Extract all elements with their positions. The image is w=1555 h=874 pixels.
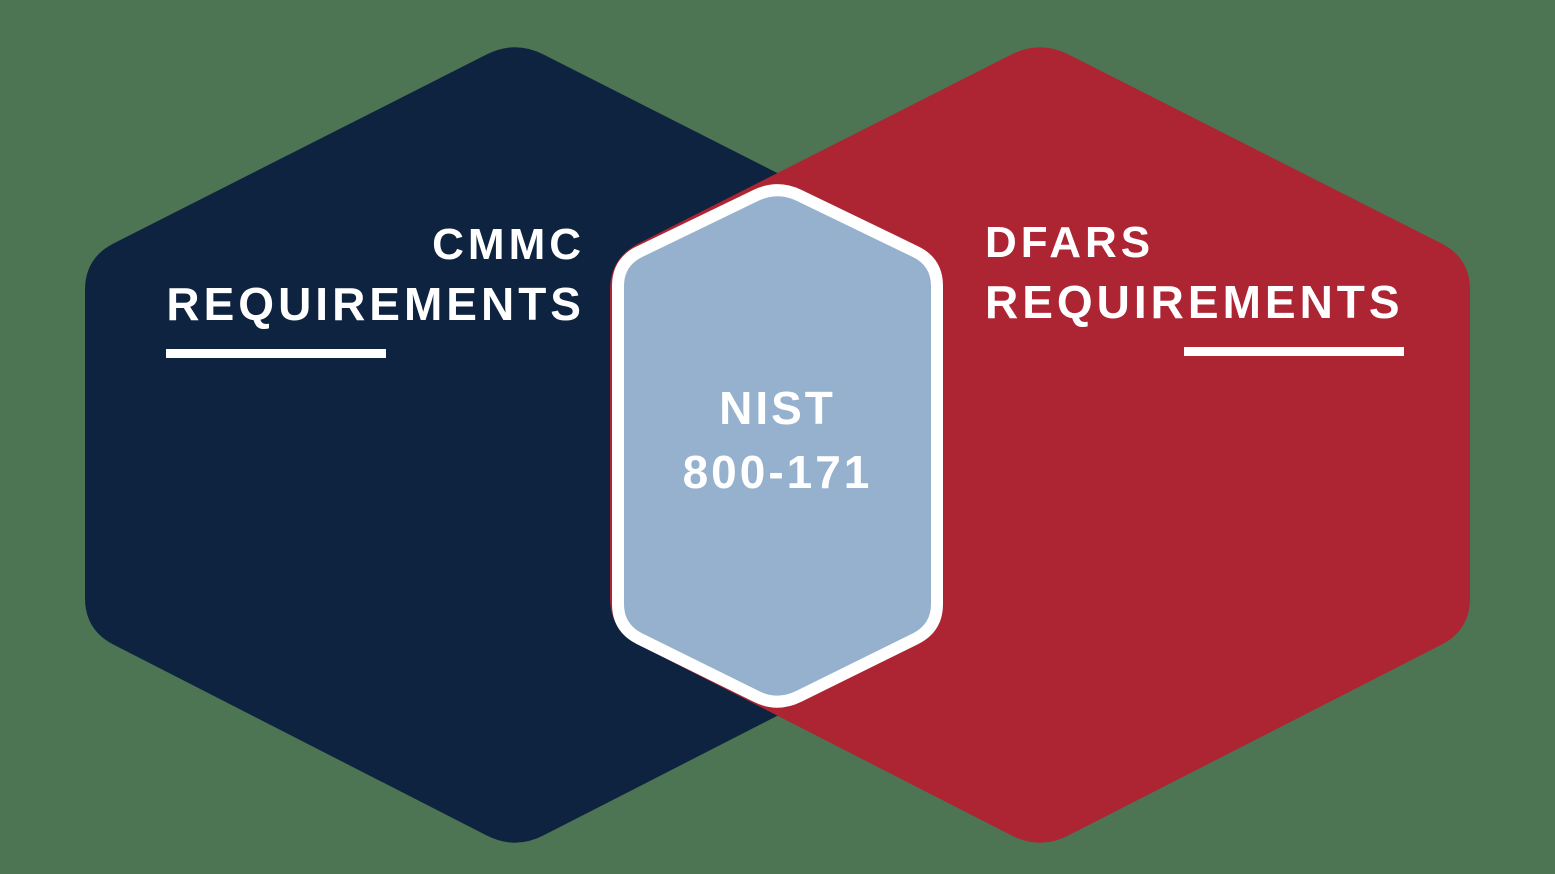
- right-hexagon-title-line2: REQUIREMENTS: [985, 276, 1404, 328]
- intersection-label: NIST 800-171: [617, 376, 938, 504]
- left-title-underline: [166, 349, 387, 358]
- right-title-underline: [1183, 347, 1404, 356]
- right-hexagon-label: DFARS REQUIREMENTS: [985, 214, 1404, 356]
- left-hexagon-title-line2: REQUIREMENTS: [166, 278, 585, 330]
- intersection-hexagon-shape: [612, 184, 943, 708]
- left-hexagon-label: CMMC REQUIREMENTS: [166, 216, 585, 358]
- left-hexagon-title-line1: CMMC: [432, 220, 585, 269]
- intersection-label-line2: 800-171: [682, 446, 873, 498]
- intersection-label-line1: NIST: [719, 382, 836, 434]
- right-hexagon-title-line1: DFARS: [985, 218, 1155, 267]
